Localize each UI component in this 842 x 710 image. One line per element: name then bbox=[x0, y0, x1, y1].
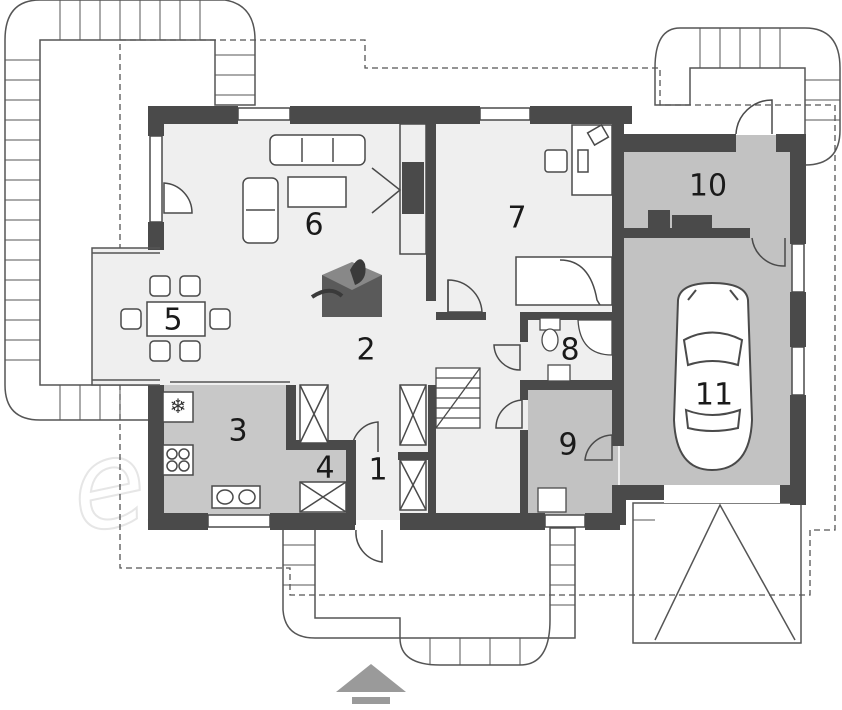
room-label-utility-room: 9 bbox=[558, 428, 577, 463]
room-label-hall: 1 bbox=[368, 453, 387, 488]
room-label-bedroom: 7 bbox=[507, 201, 526, 236]
terrace-ticks bbox=[5, 0, 840, 665]
staircase bbox=[435, 367, 481, 429]
room-label-bathroom: 8 bbox=[560, 333, 579, 368]
dining-bay bbox=[91, 247, 290, 386]
room-label-living-hall: 2 bbox=[356, 333, 375, 368]
terrace-outlines bbox=[4, 0, 841, 666]
room-label-dining: 5 bbox=[163, 303, 182, 338]
room-label-workshop: 10 bbox=[689, 169, 727, 204]
bathroom-fixtures bbox=[539, 317, 613, 382]
kitchen-fixtures: ❄ bbox=[162, 391, 261, 509]
stove-center bbox=[310, 259, 382, 317]
room-label-living-room: 6 bbox=[304, 208, 323, 243]
room-label-pantry: 4 bbox=[315, 451, 334, 486]
car-icon bbox=[672, 281, 754, 472]
boiler bbox=[537, 487, 567, 513]
dining-table bbox=[120, 275, 231, 362]
roof-outline bbox=[119, 39, 836, 596]
snowflake-icon: ❄ bbox=[170, 394, 187, 418]
storage bbox=[299, 384, 427, 513]
walls bbox=[148, 106, 806, 530]
bedroom-furniture bbox=[515, 123, 613, 306]
entrance-arrow-icon bbox=[336, 664, 406, 704]
living-furniture bbox=[242, 123, 427, 255]
room-label-garage: 11 bbox=[695, 378, 733, 413]
windows bbox=[149, 107, 805, 528]
room-label-kitchen: 3 bbox=[228, 414, 247, 449]
doors bbox=[163, 99, 786, 563]
room-labels: 1 2 3 4 5 6 7 8 9 10 11 bbox=[163, 169, 733, 488]
